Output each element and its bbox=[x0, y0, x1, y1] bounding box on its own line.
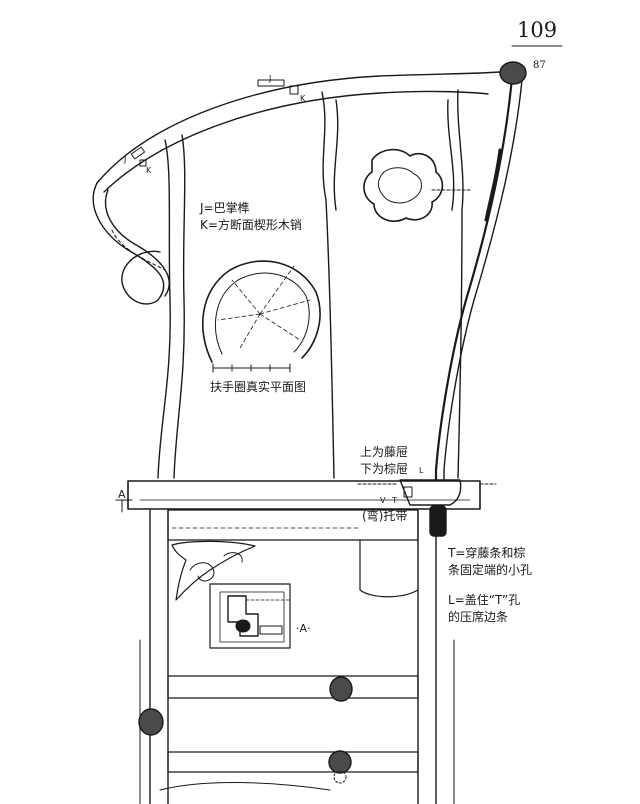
plan-ring-outer bbox=[201, 260, 321, 363]
joint-k-top bbox=[289, 85, 299, 95]
spandrel-scroll bbox=[189, 562, 215, 582]
marker-v: V bbox=[380, 496, 386, 505]
armrest-outer-curve bbox=[96, 71, 501, 184]
seat-section bbox=[399, 479, 462, 506]
marker-k-left: K bbox=[146, 166, 152, 175]
tenon-section-top bbox=[499, 61, 527, 85]
side-post-outer bbox=[434, 76, 514, 482]
seat-note-line2: 下为棕屉 bbox=[360, 462, 409, 476]
legend-j: J=巴掌榫 bbox=[200, 201, 250, 215]
stretcher-bottom bbox=[159, 782, 331, 791]
seat-frame bbox=[127, 480, 481, 510]
armrest-scroll bbox=[92, 182, 165, 305]
t-note-line1: T=穿藤条和棕 bbox=[448, 546, 526, 560]
page-number: 109 bbox=[517, 18, 558, 42]
apron-section bbox=[429, 505, 447, 537]
seat-section-slot bbox=[403, 486, 413, 498]
side-post-shade bbox=[484, 148, 502, 222]
spandrel-carving bbox=[171, 540, 256, 601]
marker-a-mid: ·A· bbox=[296, 622, 311, 635]
stretcher-section-lower bbox=[328, 750, 352, 774]
detail-box bbox=[209, 583, 291, 649]
joint-k-left bbox=[139, 159, 147, 167]
joint-j-top bbox=[257, 79, 285, 87]
seat-note-line1: 上为藤屉 bbox=[360, 445, 409, 459]
stretcher-upper bbox=[167, 675, 419, 699]
l-note-line2: 的压席边条 bbox=[448, 610, 509, 624]
l-note-line1: L=盖住“T”孔 bbox=[448, 593, 521, 607]
splat-right-edge bbox=[457, 89, 464, 479]
stretcher-section-upper bbox=[329, 676, 353, 702]
armrest-dashed bbox=[111, 229, 166, 271]
apron-curve bbox=[359, 539, 419, 598]
detail-slot bbox=[259, 625, 283, 635]
medallion bbox=[363, 148, 444, 222]
marker-t: T bbox=[392, 496, 397, 505]
side-post-inner bbox=[443, 79, 523, 481]
front-apron bbox=[167, 509, 419, 541]
splat-right-groove bbox=[447, 99, 455, 211]
stretcher-lower bbox=[167, 751, 419, 773]
armrest-scroll-inner bbox=[104, 189, 170, 297]
splat-left-groove bbox=[333, 99, 339, 211]
detail-round bbox=[235, 619, 251, 633]
splat-left-edge bbox=[321, 91, 335, 479]
spandrel-scroll-2 bbox=[223, 552, 243, 563]
armrest-inner-curve bbox=[103, 90, 489, 193]
t-note-line2: 条固定端的小孔 bbox=[448, 563, 533, 577]
marker-j-top: J bbox=[269, 74, 272, 83]
scale-bar bbox=[212, 363, 291, 373]
dashed-section bbox=[333, 770, 347, 784]
marker-j-left: J bbox=[124, 155, 127, 164]
leg-section bbox=[138, 708, 164, 736]
apron-label: (弯)托带 bbox=[362, 509, 408, 523]
marker-a-left: A bbox=[118, 488, 126, 501]
detail-box-inner bbox=[219, 591, 285, 643]
figure-number: 87 bbox=[533, 60, 546, 71]
marker-l: L bbox=[419, 466, 424, 475]
legend-k: K=方断面楔形木销 bbox=[200, 218, 302, 232]
back-post-left bbox=[157, 139, 171, 479]
back-post-left-inner bbox=[173, 134, 186, 479]
joint-j-left bbox=[130, 146, 146, 160]
plan-ring-inner bbox=[215, 272, 310, 355]
plan-radial-lines bbox=[217, 265, 311, 349]
detail-tenon bbox=[227, 595, 259, 637]
section-caption: 扶手圈真实平面图 bbox=[210, 380, 307, 394]
marker-k-top: K bbox=[300, 94, 306, 103]
medallion-inner bbox=[377, 167, 422, 204]
